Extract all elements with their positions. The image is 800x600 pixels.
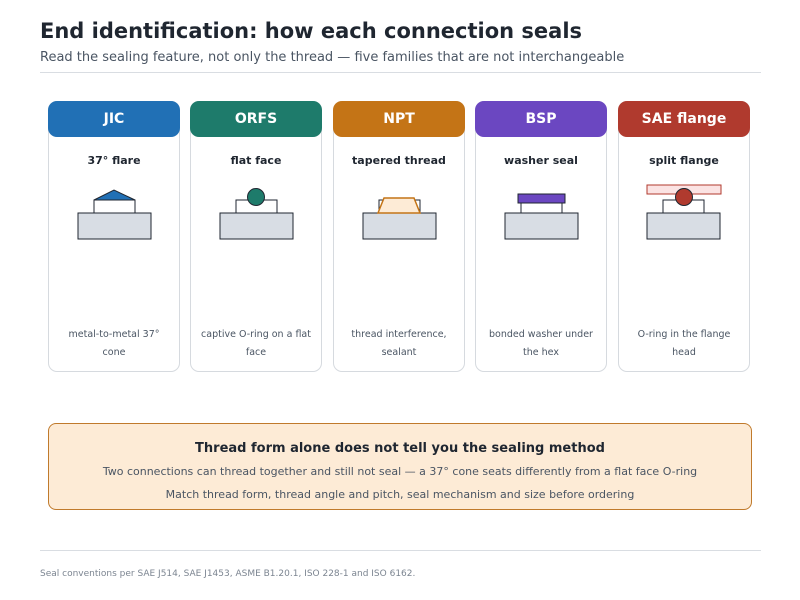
card-subtitle-npt: tapered thread xyxy=(352,154,446,167)
card-header-bsp: BSP xyxy=(475,101,607,137)
card-desc-npt: thread interference, sealant xyxy=(351,329,447,358)
card-header-orfs: ORFS xyxy=(190,101,322,137)
footer-divider xyxy=(40,550,761,551)
callout-note: Thread form alone does not tell you the … xyxy=(48,423,752,510)
card-desc-sae-flange: O-ring in the flange head xyxy=(637,329,731,358)
card-npt: NPT tapered thread thread interference, … xyxy=(333,101,465,372)
card-bsp: BSP washer seal bonded washer under the … xyxy=(475,101,607,372)
card-desc-bsp: bonded washer under the hex xyxy=(489,329,593,358)
page-subtitle: Read the sealing feature, not only the t… xyxy=(40,50,625,65)
card-subtitle-sae-flange: split flange xyxy=(649,154,719,167)
card-subtitle-orfs: flat face xyxy=(230,154,282,167)
card-header-npt: NPT xyxy=(333,101,465,137)
card-header-sae-flange: SAE flange xyxy=(618,101,750,137)
header-divider xyxy=(40,72,761,73)
tapered-thread-icon xyxy=(362,197,437,240)
note-line-1: Two connections can thread together and … xyxy=(102,465,698,478)
note-line-2: Match thread form, thread angle and pitc… xyxy=(165,488,635,501)
card-desc-jic: metal-to-metal 37° cone xyxy=(68,329,160,358)
card-subtitle-jic: 37° flare xyxy=(87,154,141,167)
split-flange-icon xyxy=(646,184,722,240)
bonded-washer-icon xyxy=(504,193,579,240)
footer-source: Seal conventions per SAE J514, SAE J1453… xyxy=(40,569,416,579)
card-desc-orfs: captive O-ring on a flat face xyxy=(201,329,311,358)
card-sae-flange: SAE flange split flange O-ring in the fl… xyxy=(618,101,750,372)
flare-cone-icon xyxy=(77,189,152,240)
card-orfs: ORFS flat face captive O-ring on a flat … xyxy=(190,101,322,372)
card-subtitle-bsp: washer seal xyxy=(504,154,578,167)
card-header-jic: JIC xyxy=(48,101,180,137)
o-ring-face-icon xyxy=(219,188,294,240)
page-title: End identification: how each connection … xyxy=(40,19,583,43)
card-jic: JIC 37° flare metal-to-metal 37° cone xyxy=(48,101,180,372)
note-title: Thread form alone does not tell you the … xyxy=(195,441,605,456)
